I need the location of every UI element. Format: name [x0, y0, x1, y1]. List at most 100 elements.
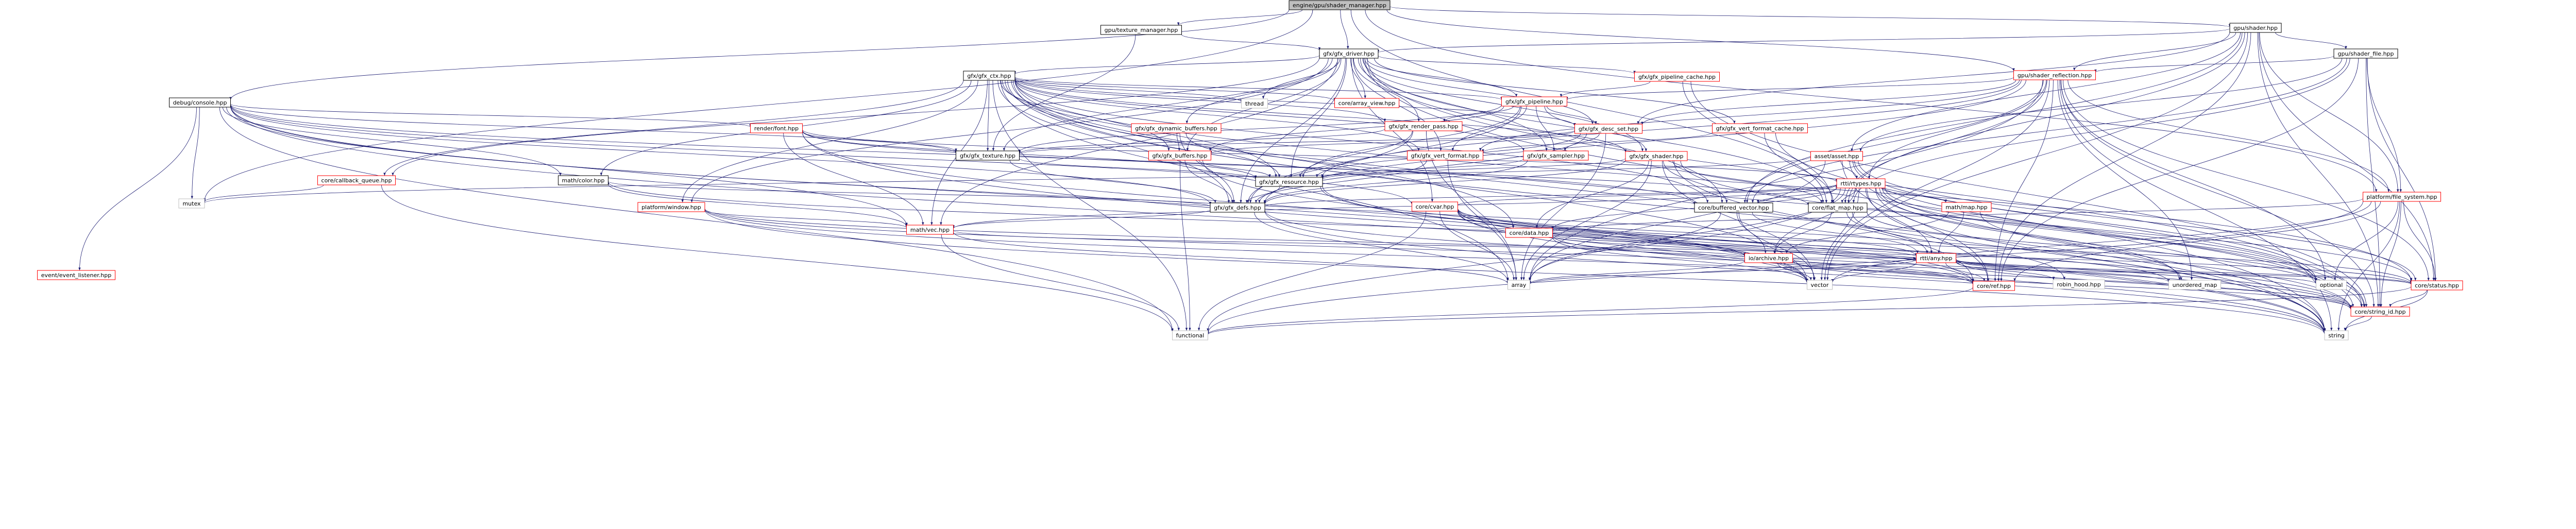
node-pcache[interactable]: gfx/gfx_pipeline_cache.hpp: [1634, 72, 1720, 82]
node-umap[interactable]: unordered_map: [2168, 280, 2221, 290]
node-pipe[interactable]: gfx/gfx_pipeline.hpp: [1501, 96, 1567, 107]
edge-dbgcon-to-functional: [219, 107, 1174, 331]
edge-fs-to-status: [2403, 201, 2436, 281]
edge-pwin-to-string: [704, 209, 2326, 335]
node-box: [1807, 280, 1833, 290]
node-box: [1941, 202, 1992, 212]
node-rfont[interactable]: render/font.hpp: [750, 123, 803, 133]
node-vcache[interactable]: gfx/gfx_vert_format_cache.hpp: [1712, 123, 1808, 133]
node-box: [1808, 202, 1868, 213]
edge-any-to-array: [1529, 259, 1917, 284]
edge-driver-to-pipe: [1366, 58, 1518, 97]
edge-tm-to-driver: [1181, 34, 1321, 50]
node-dset[interactable]: gfx/gfx_desc_set.hpp: [1574, 124, 1642, 134]
node-vector[interactable]: vector: [1807, 280, 1833, 290]
node-cvar[interactable]: core/cvar.hpp: [1412, 201, 1458, 212]
node-label: gfx/gfx_render_pass.hpp: [1388, 123, 1458, 130]
node-refl[interactable]: gpu/shader_reflection.hpp: [2013, 70, 2096, 80]
node-label: render/font.hpp: [754, 125, 799, 132]
node-shader[interactable]: gpu/shader.hpp: [2229, 23, 2282, 33]
edge-shader-to-cref: [1997, 32, 2251, 282]
node-box: [1625, 151, 1688, 161]
node-fs[interactable]: platform/file_system.hpp: [2363, 192, 2441, 202]
edge-driver-to-cbq: [392, 57, 1320, 176]
edge-fs-to-strid: [2380, 201, 2401, 308]
node-defs[interactable]: gfx/gfx_defs.hpp: [1210, 202, 1265, 213]
edge-bvec-to-any: [1752, 212, 1919, 254]
node-label: gpu/shader_reflection.hpp: [2018, 72, 2092, 79]
node-string[interactable]: string: [2324, 330, 2349, 340]
edge-shader-to-bvec: [1745, 32, 2243, 203]
edge-gshader-to-bvec: [1663, 160, 1728, 203]
node-box: [956, 150, 1020, 161]
edge-res-to-strid: [1322, 185, 2352, 309]
edge-driver-to-sampler: [1358, 58, 1548, 151]
edge-ctx-to-bvec: [1014, 80, 1709, 203]
node-mvec[interactable]: math/vec.hpp: [906, 225, 954, 235]
node-asset[interactable]: asset/asset.hpp: [1810, 151, 1863, 161]
node-strid[interactable]: core/string_id.hpp: [2350, 306, 2410, 317]
node-tm[interactable]: gpu/texture_manager.hpp: [1100, 25, 1182, 35]
node-any[interactable]: rtti/any.hpp: [1916, 253, 1956, 263]
node-pwin[interactable]: platform/window.hpp: [637, 202, 705, 212]
edge-shader-to-dset: [1637, 31, 2230, 125]
edge-rarch-to-vector: [1777, 262, 1812, 281]
node-dbgcon[interactable]: debug/console.hpp: [169, 97, 231, 108]
node-ctx[interactable]: gfx/gfx_ctx.hpp: [963, 71, 1015, 81]
node-color[interactable]: math/color.hpp: [558, 175, 608, 185]
node-label: platform/file_system.hpp: [2367, 194, 2437, 200]
node-optional[interactable]: optional: [2316, 280, 2347, 290]
edge-dset-to-array: [1520, 133, 1606, 281]
node-root[interactable]: engine/gpu/shader_manager.hpp: [1289, 0, 1391, 10]
node-arrview[interactable]: core/array_view.hpp: [1334, 98, 1399, 108]
edge-pwin-to-mvec: [704, 210, 908, 228]
node-res[interactable]: gfx/gfx_resource.hpp: [1255, 177, 1323, 187]
node-box: [2350, 306, 2410, 317]
node-driver[interactable]: gfx/gfx_driver.hpp: [1319, 48, 1379, 59]
edge-buffers-to-res: [1199, 160, 1271, 178]
node-mmap[interactable]: math/map.hpp: [1941, 202, 1992, 212]
node-shfile[interactable]: gpu/shader_file.hpp: [2333, 48, 2398, 59]
edge-rfont-to-rtypes: [802, 129, 1838, 182]
node-sampler[interactable]: gfx/gfx_sampler.hpp: [1523, 150, 1589, 161]
edge-mvec-to-rarch: [953, 230, 1746, 258]
edge-asset-to-array: [1529, 160, 1826, 281]
node-status[interactable]: core/status.hpp: [2411, 280, 2463, 291]
node-vfmt[interactable]: gfx/gfx_vert_format.hpp: [1407, 150, 1483, 161]
node-robin[interactable]: robin_hood.hpp: [2053, 279, 2105, 289]
node-cref[interactable]: core/ref.hpp: [1973, 281, 2015, 291]
node-box: [1412, 201, 1458, 212]
edge-rpass-to-tex: [1018, 128, 1385, 154]
node-tex[interactable]: gfx/gfx_texture.hpp: [956, 150, 1020, 161]
node-thread[interactable]: thread: [1241, 98, 1268, 109]
node-rpass[interactable]: gfx/gfx_render_pass.hpp: [1384, 121, 1463, 131]
edge-shader-to-driver: [1377, 28, 2230, 53]
node-gshader[interactable]: gfx/gfx_shader.hpp: [1625, 151, 1688, 161]
node-label: gfx/gfx_texture.hpp: [960, 152, 1015, 159]
node-flatmap[interactable]: core/flat_map.hpp: [1808, 202, 1868, 213]
node-evl[interactable]: event/event_listener.hpp: [37, 270, 115, 280]
node-cbq[interactable]: core/callback_queue.hpp: [317, 175, 396, 185]
node-label: gfx/gfx_defs.hpp: [1214, 204, 1261, 211]
edge-driver-to-arrview: [1350, 58, 1366, 99]
edge-ctx-to-rpass: [1014, 78, 1386, 122]
node-box: [750, 123, 803, 133]
node-label: asset/asset.hpp: [1815, 153, 1859, 160]
node-bvec[interactable]: core/buffered_vector.hpp: [1694, 202, 1773, 213]
edge-driver-to-defs: [1240, 58, 1346, 203]
node-rarch[interactable]: io/archive.hpp: [1744, 253, 1793, 263]
edge-cvar-to-array: [1439, 211, 1515, 281]
node-dynbuf[interactable]: gfx/gfx_dynamic_buffers.hpp: [1131, 123, 1222, 133]
edge-dbgcon-to-rfont: [230, 104, 752, 128]
edge-shader-to-asset: [1851, 32, 2241, 152]
node-buffers[interactable]: gfx/gfx_buffers.hpp: [1148, 150, 1211, 161]
edge-rpass-to-defs: [1247, 130, 1413, 203]
edge-refl-to-vfmt: [1479, 79, 2020, 151]
node-array[interactable]: array: [1507, 280, 1530, 290]
node-rtypes[interactable]: rtti/rtypes.hpp: [1836, 178, 1886, 189]
node-functional[interactable]: functional: [1172, 330, 1208, 340]
node-label: functional: [1176, 332, 1205, 339]
node-mutex[interactable]: mutex: [178, 198, 205, 209]
edge-ctx-to-status: [1014, 79, 2413, 282]
node-cdata[interactable]: core/data.hpp: [1505, 228, 1553, 238]
